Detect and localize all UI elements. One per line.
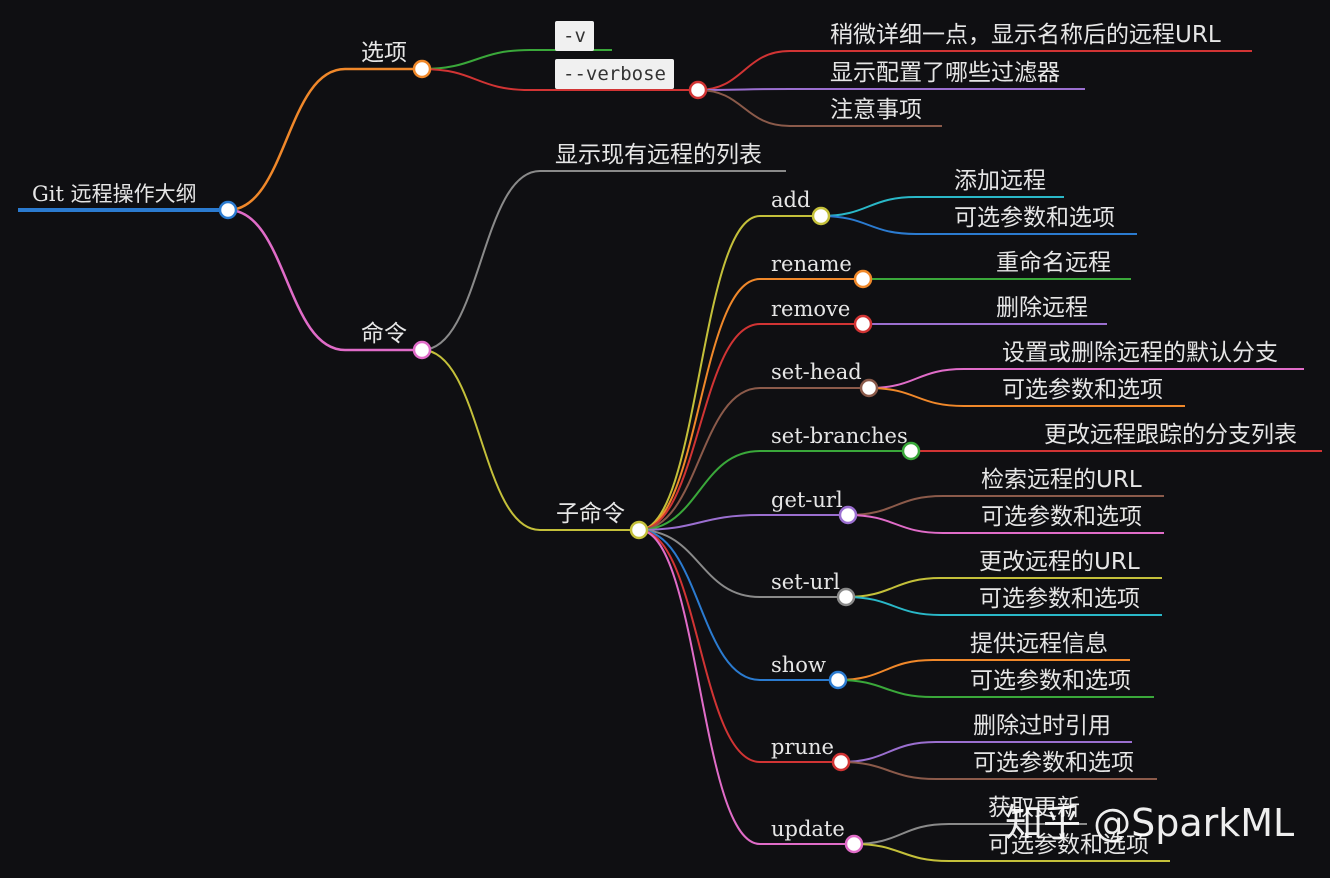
edge-opt-v-curve xyxy=(421,49,531,70)
edge-cmd-list-curve xyxy=(421,170,541,351)
node-label-setbranches[interactable]: set-branches xyxy=(771,424,908,448)
node-dot-options[interactable] xyxy=(412,59,432,79)
node-dot-rename[interactable] xyxy=(853,269,873,289)
node-label-options[interactable]: 选项 xyxy=(361,40,407,66)
node-label-sethead-1[interactable]: 设置或删除远程的默认分支 xyxy=(1002,340,1278,366)
node-label-add-2[interactable]: 可选参数和选项 xyxy=(954,205,1115,231)
node-label-opt-v[interactable]: -v xyxy=(555,21,594,51)
node-dot-prune[interactable] xyxy=(831,752,851,772)
edge-leaf-show-11 xyxy=(837,659,934,681)
node-label-opt-verbose[interactable]: --verbose xyxy=(555,59,674,89)
node-label-verbose-3[interactable]: 注意事项 xyxy=(830,97,922,123)
edge-sub-geturl xyxy=(638,514,761,531)
edge-leaf-update-16 xyxy=(853,843,950,862)
edge-sub-rename xyxy=(638,278,761,531)
node-dot-seturl[interactable] xyxy=(836,587,856,607)
node-label-show[interactable]: show xyxy=(771,653,826,677)
node-label-seturl-1[interactable]: 更改远程的URL xyxy=(979,549,1140,575)
node-label-seturl[interactable]: set-url xyxy=(771,570,841,594)
node-label-add-1[interactable]: 添加远程 xyxy=(954,168,1046,194)
node-label-rename-1[interactable]: 重命名远程 xyxy=(996,250,1111,276)
node-dot-verbose[interactable] xyxy=(688,80,708,100)
node-label-update-1[interactable]: 获取更新 xyxy=(988,795,1080,821)
node-label-verbose-1[interactable]: 稍微详细一点，显示名称后的远程URL xyxy=(830,22,1221,48)
node-label-commands[interactable]: 命令 xyxy=(361,321,407,347)
edge-sub-update xyxy=(638,529,761,845)
watermark: 知乎 @SparkML xyxy=(1005,801,1295,845)
edge-leaf-prune-13 xyxy=(840,741,937,763)
edge-cmd-sub xyxy=(421,349,541,531)
edge-verbose-2-curve xyxy=(697,88,791,91)
edge-sub-setbranches xyxy=(638,450,761,531)
node-label-remove-1[interactable]: 删除远程 xyxy=(996,295,1088,321)
node-label-update[interactable]: update xyxy=(771,817,845,841)
node-label-sethead[interactable]: set-head xyxy=(771,360,862,384)
edge-sub-seturl xyxy=(638,529,761,598)
edge-sub-add xyxy=(638,215,761,531)
node-label-geturl-1[interactable]: 检索远程的URL xyxy=(981,467,1142,493)
edge-sub-remove xyxy=(638,323,761,531)
edge-leaf-prune-14 xyxy=(840,761,937,780)
node-label-add[interactable]: add xyxy=(771,188,811,212)
node-dot-root[interactable] xyxy=(218,200,238,220)
edge-leaf-show-12 xyxy=(837,679,934,698)
edge-leaf-add-1 xyxy=(820,215,917,235)
edge-leaf-seturl-9 xyxy=(845,577,942,598)
edge-leaf-sethead-4 xyxy=(868,368,965,389)
edge-leaf-add-0 xyxy=(820,196,917,217)
node-dot-remove[interactable] xyxy=(853,314,873,334)
node-label-verbose-2[interactable]: 显示配置了哪些过滤器 xyxy=(830,60,1060,86)
edge-sub-prune xyxy=(638,529,761,763)
node-label-show-2[interactable]: 可选参数和选项 xyxy=(970,668,1131,694)
node-dot-show[interactable] xyxy=(828,670,848,690)
edge-verbose-3-curve xyxy=(697,89,791,127)
node-label-sethead-2[interactable]: 可选参数和选项 xyxy=(1002,377,1163,403)
node-label-prune-2[interactable]: 可选参数和选项 xyxy=(973,750,1134,776)
edge-leaf-geturl-7 xyxy=(847,495,944,516)
edge-sub-sethead xyxy=(638,387,761,531)
edge-opt-verbose xyxy=(421,68,531,91)
node-label-show-1[interactable]: 提供远程信息 xyxy=(970,631,1108,657)
edge-root-options xyxy=(227,67,346,212)
node-label-remove[interactable]: remove xyxy=(771,297,851,321)
edge-verbose-1-curve xyxy=(697,50,791,91)
node-label-setbranches-1[interactable]: 更改远程跟踪的分支列表 xyxy=(1044,422,1297,448)
edge-root-commands xyxy=(227,208,346,352)
edge-leaf-sethead-5 xyxy=(868,387,965,407)
node-dot-sethead[interactable] xyxy=(859,378,879,398)
node-label-prune-1[interactable]: 删除过时引用 xyxy=(973,713,1111,739)
node-dot-sub[interactable] xyxy=(629,520,649,540)
node-label-update-2[interactable]: 可选参数和选项 xyxy=(988,832,1149,858)
node-dot-update[interactable] xyxy=(844,834,864,854)
edge-leaf-update-15 xyxy=(853,823,950,845)
edge-sub-show xyxy=(638,529,761,681)
node-dot-geturl[interactable] xyxy=(838,505,858,525)
edge-leaf-geturl-8 xyxy=(847,514,944,534)
node-label-root[interactable]: Git 远程操作大纲 xyxy=(32,182,197,206)
node-label-subcommands[interactable]: 子命令 xyxy=(556,501,625,527)
node-label-geturl-2[interactable]: 可选参数和选项 xyxy=(981,504,1142,530)
node-dot-commands[interactable] xyxy=(412,340,432,360)
node-label-prune[interactable]: prune xyxy=(771,735,834,759)
node-dot-add[interactable] xyxy=(811,206,831,226)
node-label-seturl-2[interactable]: 可选参数和选项 xyxy=(979,586,1140,612)
node-label-cmd-list[interactable]: 显示现有远程的列表 xyxy=(555,142,762,168)
edge-leaf-seturl-10 xyxy=(845,596,942,616)
node-dot-setbranches[interactable] xyxy=(901,441,921,461)
node-label-rename[interactable]: rename xyxy=(771,252,852,276)
node-label-geturl[interactable]: get-url xyxy=(771,488,843,512)
